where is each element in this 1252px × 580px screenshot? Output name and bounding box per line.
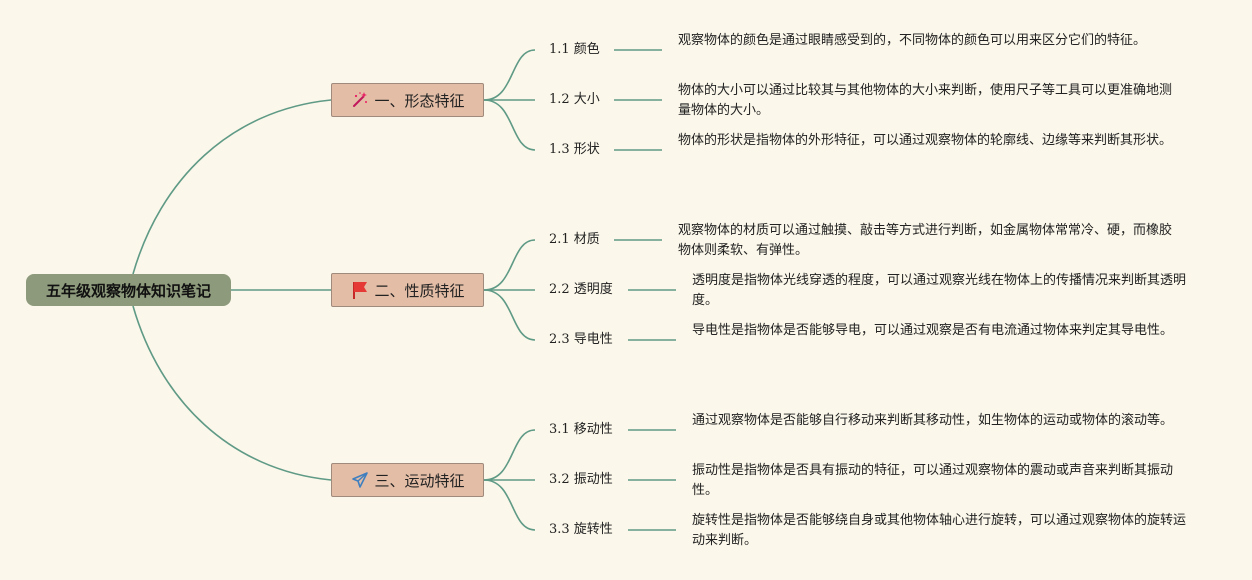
branch-label-1: 一、形态特征 — [374, 91, 465, 110]
leaf-label: 透明度 — [573, 282, 613, 297]
leaf-number: 3.3 — [549, 522, 570, 537]
paper-plane-icon — [350, 470, 370, 490]
leaf-label: 移动性 — [573, 422, 613, 437]
link-b3-c1 — [483, 429, 536, 481]
leaf-number: 2.2 — [549, 282, 570, 297]
desc-1-1: 观察物体的颜色是通过眼睛感受到的，不同物体的颜色可以用来区分它们的特征。 — [678, 33, 1147, 48]
leaf-number: 2.1 — [549, 232, 570, 247]
link-b2-c3 — [483, 289, 536, 341]
leaf-number: 1.1 — [549, 42, 570, 57]
leaf-number: 3.2 — [549, 472, 570, 487]
link-root-branch-1 — [132, 99, 332, 275]
magic-wand-icon — [350, 90, 370, 110]
desc-1-2: 物体的大小可以通过比较其与其他物体的大小来判断，使用尺子等工具可以更准确地测量物… — [678, 83, 1173, 118]
leaf-label: 旋转性 — [573, 522, 613, 537]
leaf-label: 材质 — [573, 232, 600, 247]
leaf-number: 3.1 — [549, 422, 570, 437]
desc-3-2: 振动性是指物体是否具有振动的特征，可以通过观察物体的震动或声音来判断其振动性。 — [692, 463, 1174, 498]
branch-node-2[interactable]: 二、性质特征 — [331, 273, 484, 307]
leaf-label: 形状 — [573, 142, 600, 157]
leaf-label: 大小 — [573, 92, 600, 107]
root-label: 五年级观察物体知识笔记 — [45, 281, 211, 300]
branch-node-3[interactable]: 三、运动特征 — [331, 463, 484, 497]
link-b1-c3 — [483, 99, 536, 151]
desc-2-2: 透明度是指物体光线穿透的程度，可以通过观察光线在物体上的传播情况来判断其透明度。 — [692, 273, 1187, 308]
leaf-number: 1.2 — [549, 92, 570, 107]
branch-node-1[interactable]: 一、形态特征 — [331, 83, 484, 117]
leaf-number: 2.3 — [549, 332, 570, 347]
link-b1-c1 — [483, 49, 536, 101]
link-root-branch-3 — [132, 305, 332, 481]
root-node[interactable]: 五年级观察物体知识笔记 — [26, 274, 231, 306]
link-b2-c1 — [483, 239, 536, 291]
leaf-number: 1.3 — [549, 142, 570, 157]
leaf-label: 振动性 — [573, 472, 613, 487]
red-flag-icon — [350, 280, 370, 300]
branch-label-2: 二、性质特征 — [374, 281, 465, 300]
leaf-label: 导电性 — [573, 332, 613, 347]
branch-label-3: 三、运动特征 — [374, 471, 465, 490]
leaf-label: 颜色 — [573, 42, 600, 57]
desc-2-3: 导电性是指物体是否能够导电，可以通过观察是否有电流通过物体来判定其导电性。 — [692, 323, 1174, 338]
link-b3-c3 — [483, 479, 536, 531]
desc-1-3: 物体的形状是指物体的外形特征，可以通过观察物体的轮廓线、边缘等来判断其形状。 — [678, 133, 1173, 148]
desc-2-1: 观察物体的材质可以通过触摸、敲击等方式进行判断，如金属物体常常冷、硬，而橡胶物体… — [678, 223, 1173, 258]
desc-3-1: 通过观察物体是否能够自行移动来判断其移动性，如生物体的运动或物体的滚动等。 — [692, 413, 1174, 428]
desc-3-3: 旋转性是指物体是否能够绕自身或其他物体轴心进行旋转，可以通过观察物体的旋转运动来… — [692, 513, 1187, 548]
